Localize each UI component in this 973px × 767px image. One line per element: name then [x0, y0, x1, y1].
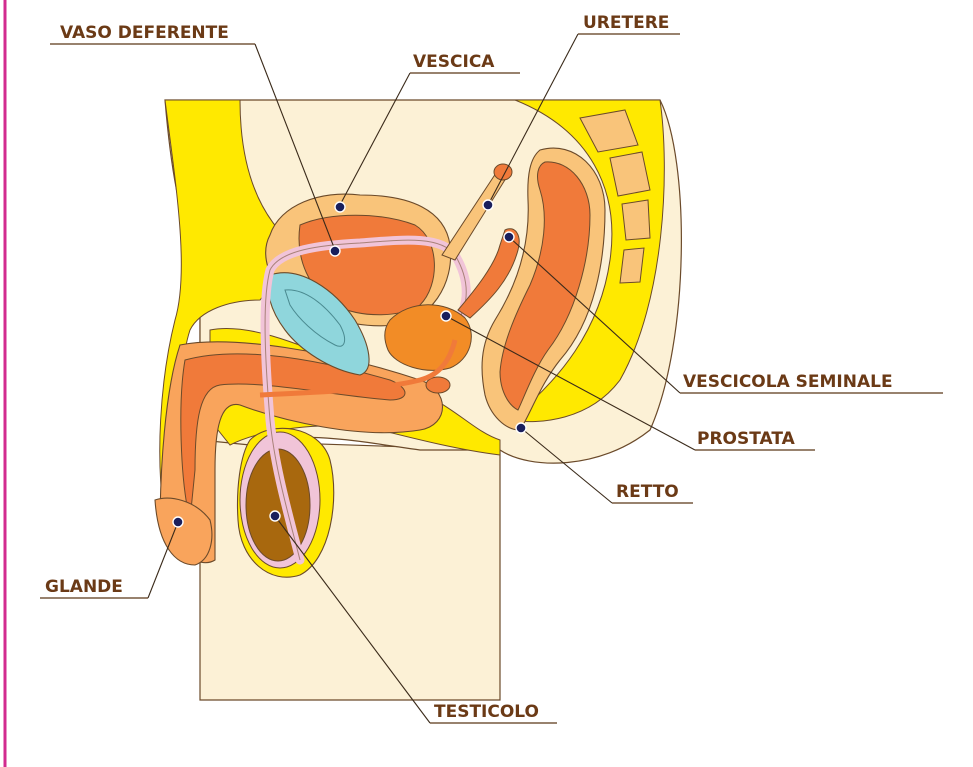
label-glande: GLANDE	[45, 577, 123, 597]
marker-vescicola-seminale	[504, 232, 514, 242]
label-vescicola-seminale: VESCICOLA SEMINALE	[683, 372, 893, 392]
label-retto: RETTO	[616, 482, 679, 502]
marker-prostata	[441, 311, 451, 321]
prostate-gland	[385, 305, 472, 371]
label-prostata: PROSTATA	[697, 429, 796, 449]
marker-vescica	[335, 202, 345, 212]
label-vescica: VESCICA	[413, 52, 495, 72]
marker-retto	[516, 423, 526, 433]
marker-vaso-deferente	[330, 246, 340, 256]
label-testicolo: TESTICOLO	[434, 702, 539, 722]
marker-uretere	[483, 200, 493, 210]
bulbourethral-gland	[426, 377, 450, 393]
label-vaso-deferente: VASO DEFERENTE	[60, 23, 229, 43]
marker-glande	[173, 517, 183, 527]
label-uretere: URETERE	[583, 13, 669, 33]
marker-testicolo	[270, 511, 280, 521]
